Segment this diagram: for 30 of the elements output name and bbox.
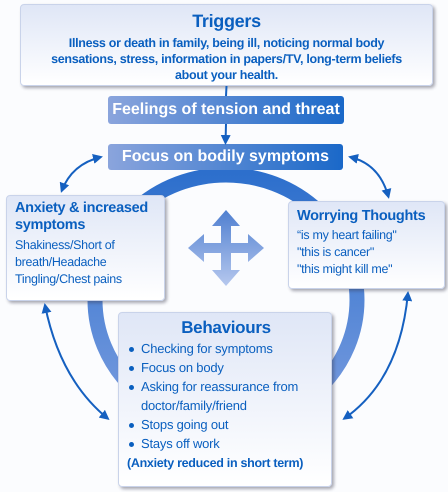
body-text: "this might kill me" [297,261,394,278]
connector-line [225,86,228,96]
bullet-item: Focus on body [141,360,224,376]
feeling-banner [108,96,344,124]
thoughts-box [288,201,445,289]
banner-text: Feelings of tension and threat [112,101,340,119]
banner-text: Focus on bodily symptoms [122,148,330,166]
arrow [220,124,231,145]
body-text: Tingling/Chest pains [15,270,123,288]
body-text: Shakiness/Short of breath/Headache [15,236,116,271]
arrow [342,291,412,420]
bullet-item: Checking for symptoms [141,341,273,356]
body-text: Illness or death in family, being ill, noticing normal body sensations, stress, information in papers/TV, long-term beliefs about your health. [50,34,403,84]
arrow [42,303,110,420]
heading: Triggers [191,11,262,33]
anxiety-box [6,195,165,301]
arrow [60,154,103,193]
note: (Anxiety reduced in short term) [127,455,304,472]
behaviours-box [118,312,332,487]
body-text: "this is cancer" [297,244,376,262]
heading: Anxiety & increased symptoms [15,200,149,235]
focus-banner [108,144,343,170]
trigger-box [20,4,433,86]
body-text: “is my heart failing" [297,227,398,244]
bullet-item: Stops going out [141,416,228,432]
bullet-item: Stays off work [141,436,220,451]
bullet-item: Asking for reassurance from doctor/family/friend [141,379,298,413]
arrow [348,154,391,199]
heading: Behaviours [180,318,272,338]
heading: Worrying Thoughts [297,208,426,226]
